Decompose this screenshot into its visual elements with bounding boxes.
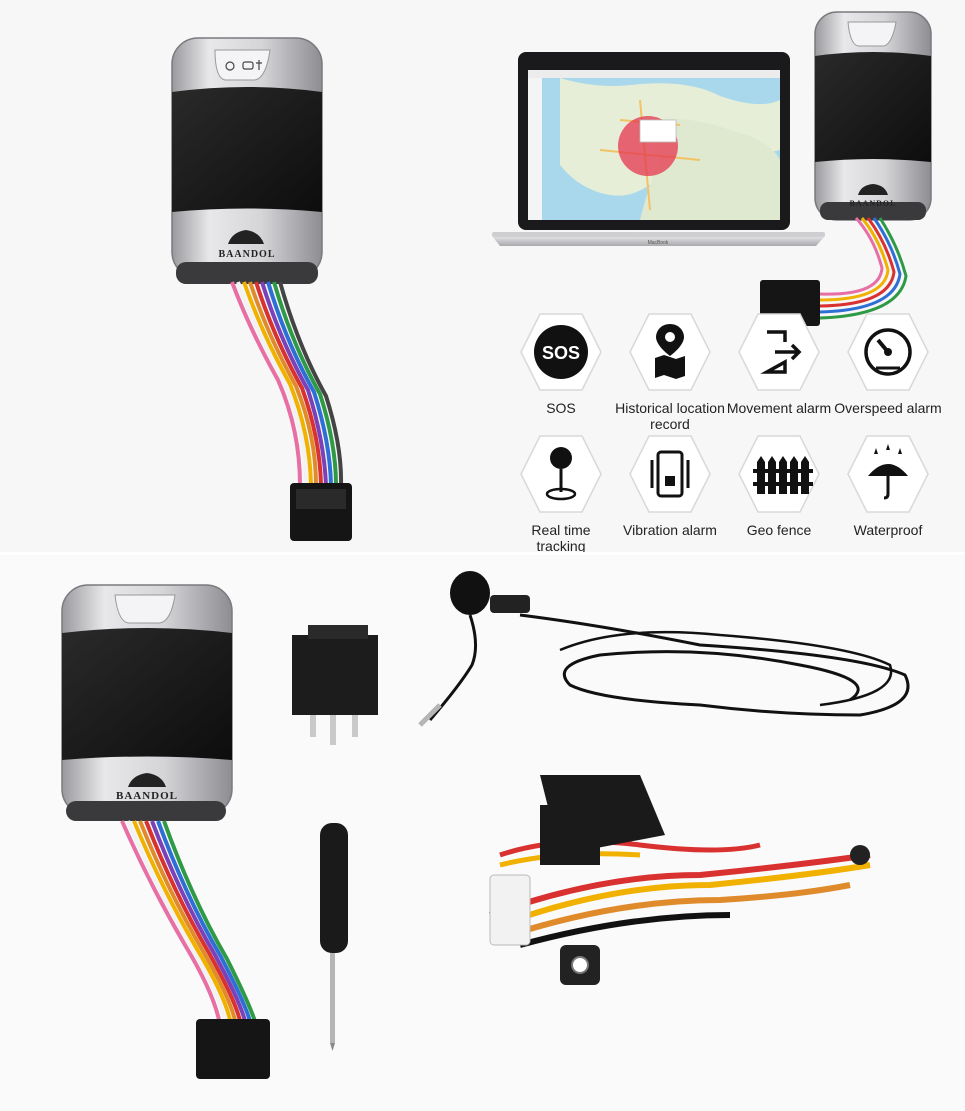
gps-tracker-device: BAANDOL [171,37,323,284]
top-product-panel: BAANDOL [0,0,965,559]
laptop-model-text: MacBook [648,240,669,246]
gps-tracker-device-bottom: BAANDOL [61,584,233,821]
device-brand-text: BAANDOL [218,249,275,260]
top-panel-artwork: BAANDOL [171,11,932,559]
feature-sos: SOS SOS [506,310,616,416]
feature-movement-alarm: Movement alarm [724,310,834,416]
wire-harness-secondary [819,216,908,320]
feature-label: Waterproof [853,522,923,538]
feature-waterproof: Waterproof [833,432,943,538]
vibration-icon [629,435,711,513]
movement-exit-icon [738,313,820,391]
microphone [418,571,910,727]
device-brand-text-secondary: BAANDOL [849,199,896,208]
screwdriver [320,823,348,1051]
sos-icon-text: SOS [542,343,580,363]
feature-historical-location: Historical location record [615,310,725,432]
gps-tracker-device-secondary: BAANDOL [814,11,932,221]
bottom-panel-artwork: BAANDOL [61,571,910,1079]
relay [292,625,378,745]
feature-label: Overspeed alarm [834,400,942,416]
panel-divider [0,552,965,555]
map-pin-icon [629,313,711,391]
wire-harness [230,281,344,486]
feature-overspeed-alarm: Overspeed alarm [833,310,943,416]
feature-label: Movement alarm [726,400,832,416]
wire-connector-bottom [196,1019,270,1079]
feature-real-time-tracking: Real time tracking [506,432,616,554]
feature-label: Geo fence [746,522,812,538]
feature-label: Vibration alarm [623,522,717,538]
laptop: MacBook [492,52,825,246]
feature-label: Real time tracking [531,522,591,554]
wire-connector [290,483,352,541]
umbrella-icon [847,435,929,513]
power-harness [488,775,871,985]
feature-label: Historical location record [615,400,725,432]
feature-vibration-alarm: Vibration alarm [615,432,725,538]
speedometer-icon [847,313,929,391]
fence-icon [738,435,820,513]
feature-label: SOS [546,400,576,416]
bottom-accessories-panel: BAANDOL [0,555,965,1111]
wire-harness-bottom [120,820,258,1026]
device-brand-text-bottom: BAANDOL [116,790,178,802]
location-pin-icon [520,435,602,513]
sos-icon: SOS [520,313,602,391]
feature-geo-fence: Geo fence [724,432,834,538]
